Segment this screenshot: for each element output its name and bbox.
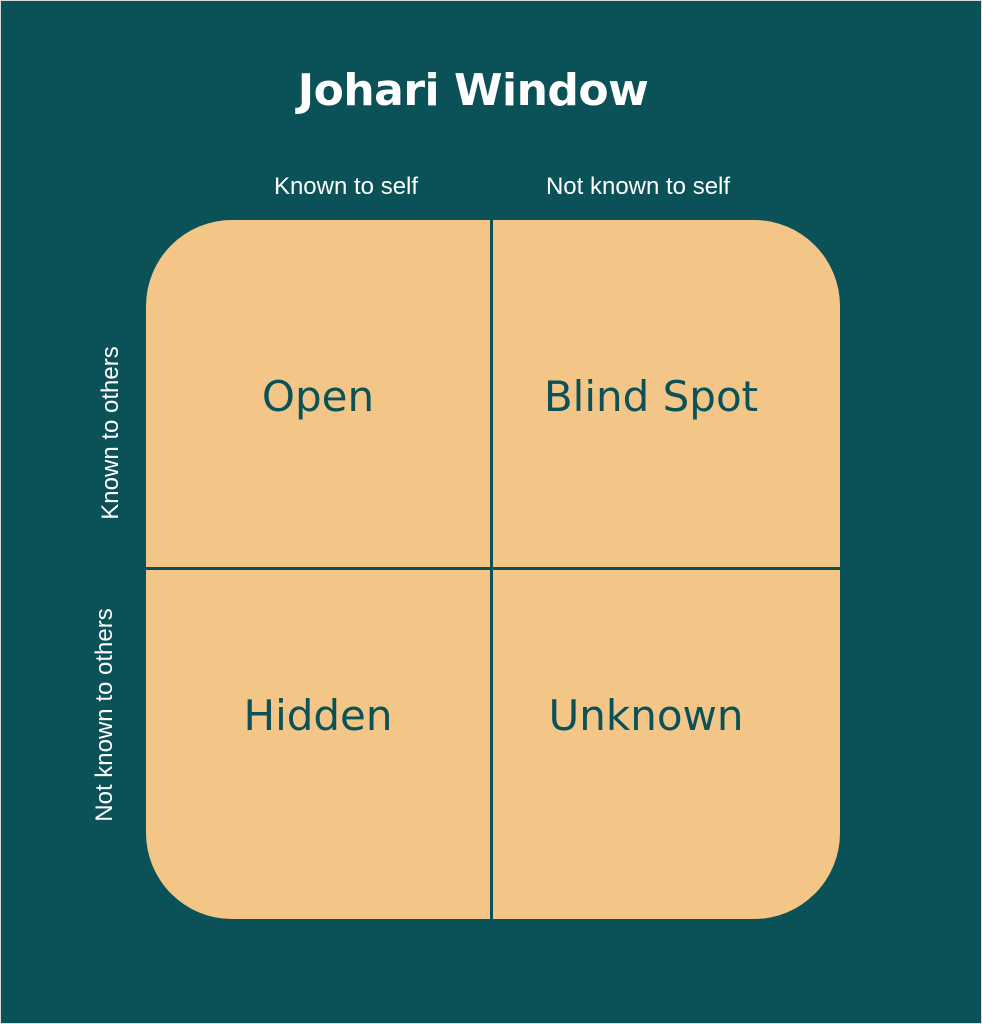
column-header-not-known-to-self: Not known to self [545, 173, 731, 200]
quadrant-open: Open [261, 372, 375, 421]
quadrant-hidden: Hidden [243, 691, 393, 740]
row-header-not-known-to-others: Not known to others [91, 608, 118, 822]
diagram-title: Johari Window [297, 65, 649, 116]
quadrant-unknown: Unknown [548, 691, 744, 740]
quadrant-blind-spot: Blind Spot [543, 372, 759, 421]
quadrant-grid: Open Blind Spot Hidden Unknown [146, 220, 840, 919]
column-header-known-to-self: Known to self [273, 173, 419, 200]
horizontal-divider [146, 567, 840, 570]
